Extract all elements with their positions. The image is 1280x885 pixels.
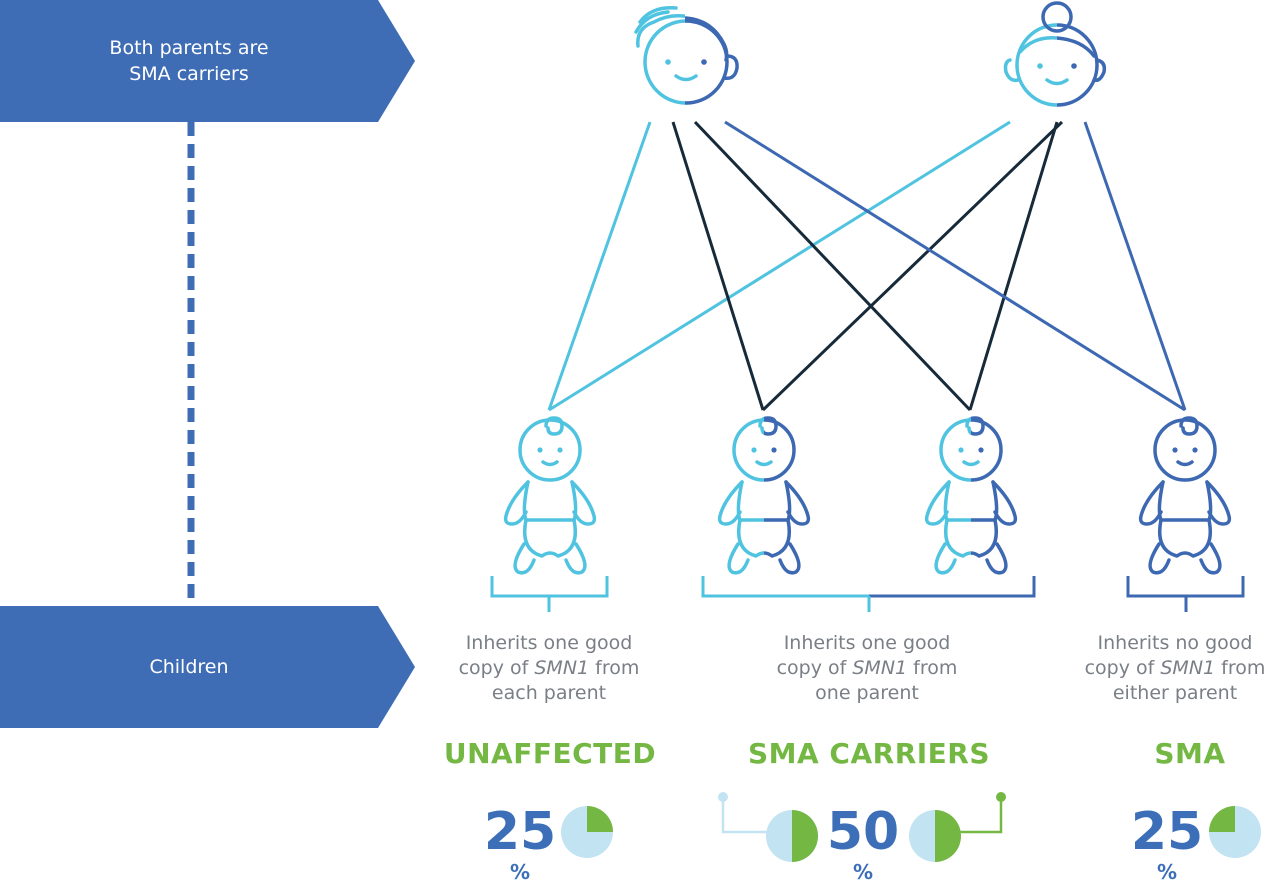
parents-banner-label: Both parents are SMA carriers: [60, 35, 318, 87]
parents-label-line-2: SMA carriers: [129, 63, 249, 85]
description-sma: Inherits no good copy of SMN1 from eithe…: [1084, 632, 1266, 704]
percent-sign-sma: %: [1156, 860, 1178, 884]
father-icon: [634, 6, 739, 105]
baby-icon-carrier-1: [717, 416, 811, 575]
percent-carriers: 50: [826, 802, 900, 862]
line-father-child1: [547, 121, 652, 411]
parents-label-line-1: Both parents are: [109, 37, 269, 59]
baby-icon-carrier-2: [924, 416, 1018, 575]
line-mother-child3: [968, 121, 1059, 411]
percent-sign-unaffected: %: [509, 860, 531, 884]
outcome-sma: SMA: [1154, 737, 1226, 770]
baby-icon-sma: [1138, 416, 1232, 575]
pie-half-icon-carrier-1: [766, 810, 818, 862]
baby-icon-unaffected: [503, 416, 597, 575]
outcome-unaffected: UNAFFECTED: [443, 737, 657, 770]
description-carriers: Inherits one good copy of SMN1 from one …: [776, 632, 958, 704]
bracket-unaffected: [490, 576, 609, 612]
line-mother-child4: [1083, 121, 1187, 411]
description-unaffected: Inherits one good copy of SMN1 from each…: [458, 632, 640, 704]
bracket-sma: [1126, 576, 1245, 612]
line-father-child3: [693, 120, 972, 412]
line-mother-child1: [548, 120, 1011, 412]
percent-sign-carriers: %: [852, 860, 874, 884]
outcome-carriers: SMA CARRIERS: [747, 737, 991, 770]
pie-half-icon-carrier-2: [909, 810, 961, 862]
inheritance-lines: [547, 120, 1187, 412]
children-banner-label: Children: [149, 656, 229, 678]
parents-banner: [0, 0, 415, 122]
pie-quarter-icon-unaffected: [561, 806, 613, 858]
line-father-child2: [671, 121, 765, 411]
pie-quarter-icon-sma: [1209, 806, 1261, 858]
bracket-carriers: [701, 576, 1036, 612]
percent-unaffected: 25: [483, 802, 557, 862]
line-mother-child2: [761, 120, 1064, 412]
children-banner: [0, 606, 415, 728]
percent-sma: 25: [1130, 802, 1204, 862]
carrier-connector: [718, 792, 1006, 834]
mother-icon: [1003, 1, 1107, 107]
line-father-child4: [724, 120, 1186, 412]
